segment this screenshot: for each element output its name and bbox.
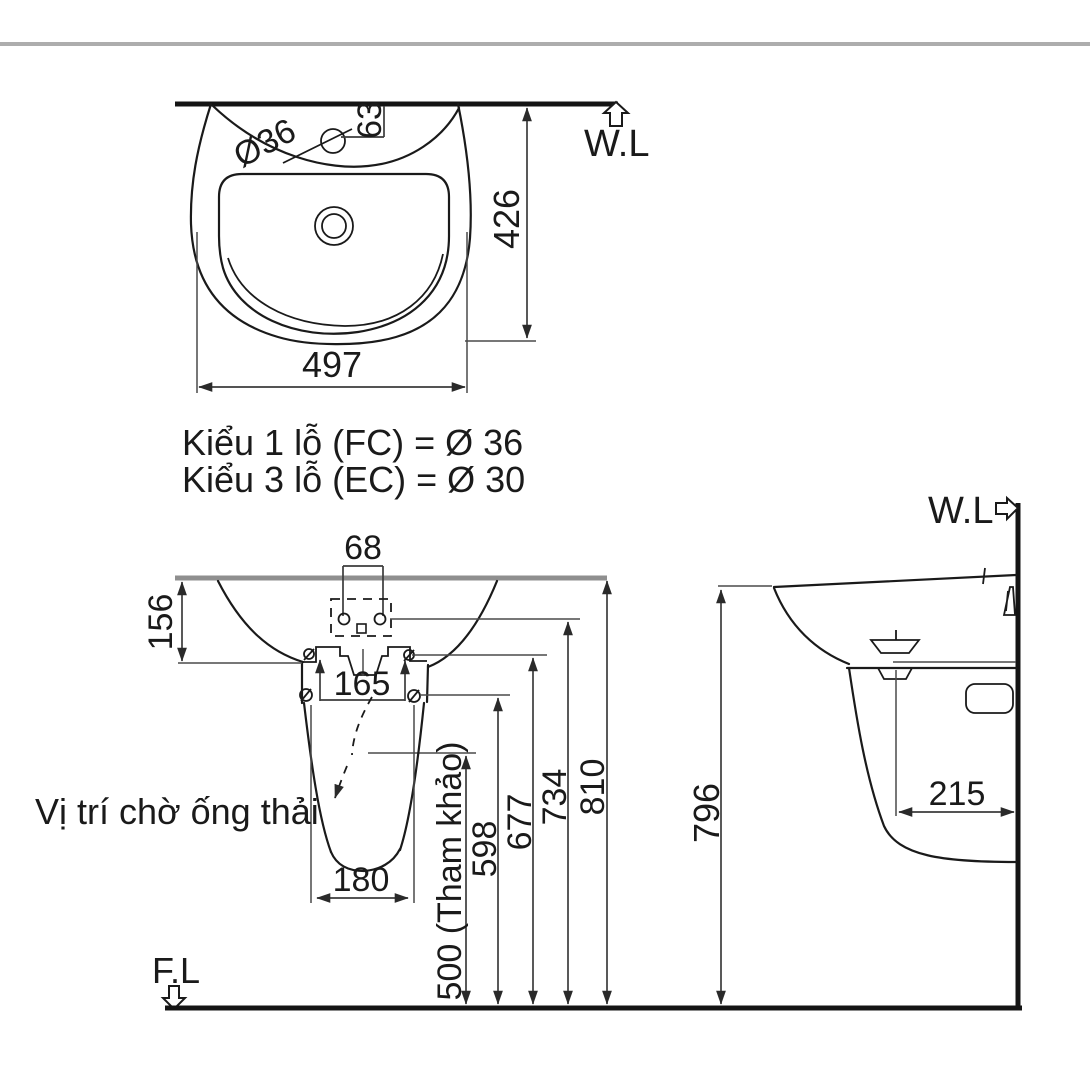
rim-height-label: 810 <box>574 759 612 816</box>
water-line-label-side: W.L <box>928 490 993 532</box>
mounting-bracket-detail <box>869 630 921 680</box>
basin-front-left-curve <box>216 579 305 664</box>
rim-tick-mark <box>982 567 986 585</box>
front-view: 68 156 165 <box>35 529 612 1011</box>
rim-height-label-side: 796 <box>686 783 727 843</box>
rim-band-height-label: 156 <box>142 594 180 651</box>
water-line-label: W.L <box>584 123 649 165</box>
mounting-plate-center-mark <box>356 623 367 634</box>
height-598-label: 598 <box>466 821 504 878</box>
upper-bolt-hole-left <box>303 648 315 660</box>
basin-front-right-curve <box>426 579 499 669</box>
pedestal-bottom-curve <box>329 847 402 873</box>
rear-mounting-profile <box>303 646 427 676</box>
upper-bolt-slash-left <box>303 648 315 661</box>
hole-offset-bracket <box>341 106 385 138</box>
drain-hole-inner-circle <box>321 213 347 239</box>
drain-height-label: 500 (Tham khảo) <box>431 742 469 1001</box>
faucet-hole-pitch-bracket <box>342 565 384 616</box>
basin-lower-edges <box>300 660 430 705</box>
basin-front-curve-side <box>772 586 851 666</box>
bracket-pitch-label: 165 <box>334 665 391 703</box>
water-level-marker-icon-side <box>995 495 1020 522</box>
pedestal-width-label: 180 <box>333 861 390 899</box>
basin-inner-bowl-outline <box>217 172 451 335</box>
hole-offset-label: 63 <box>351 101 389 139</box>
water-level-marker-icon <box>601 100 631 127</box>
upper-bolt-slash-right <box>403 649 415 662</box>
faucet-hole-leader-line <box>282 128 353 164</box>
rim-top-line-side <box>772 573 1018 589</box>
floor-level-marker-icon <box>160 985 188 1011</box>
lower-bolt-slash-left <box>300 688 312 702</box>
pedestal-right-edge <box>398 701 426 852</box>
pedestal-access-opening <box>965 683 1014 714</box>
drain-pipe-dashed-arc-lower <box>334 765 348 799</box>
height-677-label: 677 <box>501 794 539 851</box>
height-734-label: 734 <box>536 769 574 826</box>
mounting-hole-left <box>337 612 351 626</box>
faucet-hole-pitch-label: 68 <box>344 529 382 567</box>
hole-type-note-line2: Kiểu 3 lỗ (EC) = Ø 30 <box>182 459 525 500</box>
drain-pipe-dashed-arc-upper <box>351 696 373 756</box>
pedestal-profile-side <box>847 666 1018 864</box>
drain-position-note: Vị trí chờ ống thải <box>35 791 319 832</box>
basin-inner-rim-line <box>227 253 444 327</box>
mounting-hole-right <box>373 612 387 626</box>
hole-type-note-line1: Kiểu 1 lỗ (FC) = Ø 36 <box>182 422 523 463</box>
drain-hole-outer-circle <box>314 206 354 246</box>
drain-to-wall-label: 215 <box>929 775 986 813</box>
pedestal-left-edge <box>302 701 333 854</box>
lower-bolt-hole-left <box>299 688 313 702</box>
height-extension-lines <box>368 618 580 754</box>
basin-outer-outline <box>189 102 472 346</box>
hole-type-notes: Kiểu 1 lỗ (FC) = Ø 36 Kiểu 3 lỗ (EC) = Ø… <box>182 422 525 500</box>
basin-depth-label: 426 <box>486 189 527 249</box>
floor-line-label: F.L <box>152 950 200 991</box>
mounting-plate-dashed-box <box>330 598 392 637</box>
lower-bolt-slash-right <box>408 689 420 703</box>
faucet-hole-diameter-label: Ø36 <box>228 111 303 175</box>
faucet-hole-circle <box>320 128 346 154</box>
side-view: W.L 215 796 <box>686 490 1021 1008</box>
basin-width-label: 497 <box>302 344 362 385</box>
faucet-silhouette <box>1002 586 1016 616</box>
pedestal-width-extension-lines <box>310 705 415 903</box>
basin-rear-deck-arc <box>211 104 461 168</box>
lower-bolt-hole-right <box>407 689 421 703</box>
top-view: W.L Ø36 63 426 497 <box>175 100 649 393</box>
